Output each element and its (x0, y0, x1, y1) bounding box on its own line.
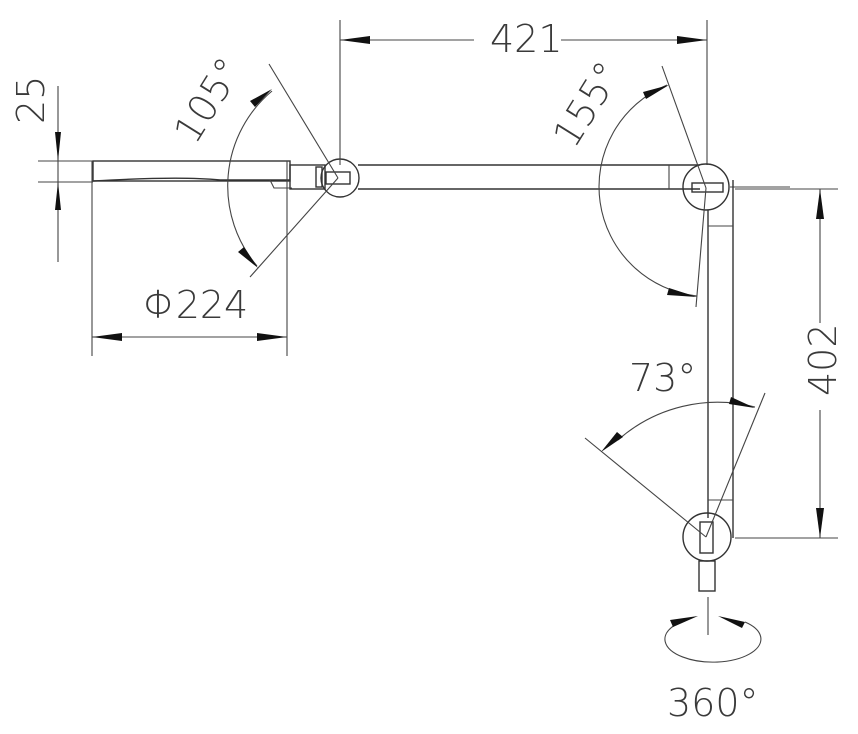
dimension-base-joint-rotation (584, 392, 766, 538)
dimension-head-rotation (227, 63, 339, 278)
dimension-head-diameter (91, 161, 288, 356)
lamp-head (92, 160, 326, 190)
upper-arm (358, 164, 700, 190)
elbow-joint (682, 163, 790, 211)
label-elbow-rotation: 155° (544, 54, 630, 155)
label-lower-arm-length: 402 (801, 323, 845, 396)
dimension-lower-arm-length (735, 188, 838, 539)
dimension-head-thickness (38, 86, 93, 262)
label-head-thickness: 25 (9, 76, 53, 124)
base-stem (698, 560, 716, 635)
label-base-joint-rotation: 73° (629, 356, 696, 400)
label-head-diameter: Φ224 (143, 283, 248, 327)
dimension-elbow-rotation (598, 65, 707, 308)
label-upper-arm-length: 421 (490, 17, 563, 61)
lower-arm (707, 180, 734, 538)
dimension-upper-arm-length (339, 20, 708, 165)
dimension-base-swivel (664, 616, 762, 663)
label-base-swivel: 360° (667, 681, 759, 725)
base-joint (682, 512, 732, 562)
